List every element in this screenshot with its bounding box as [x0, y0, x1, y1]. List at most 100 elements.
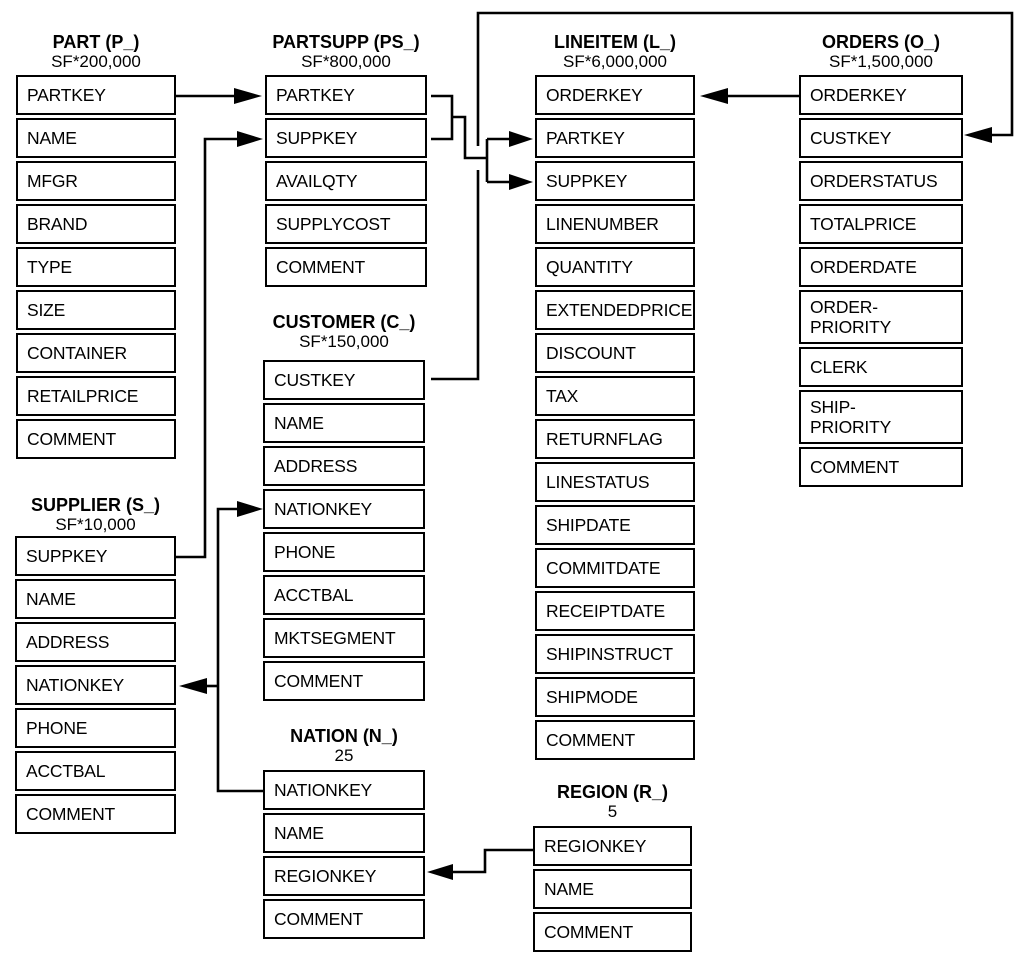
- column-address: ADDRESS: [263, 446, 425, 486]
- column-acctbal: ACCTBAL: [263, 575, 425, 615]
- column-discount: DISCOUNT: [535, 333, 695, 373]
- fk-part-partkey-to-partsupp-partkey: [176, 88, 262, 104]
- column-name: NAME: [263, 403, 425, 443]
- column-comment: COMMENT: [15, 794, 176, 834]
- column-phone: PHONE: [15, 708, 176, 748]
- column-comment: COMMENT: [535, 720, 695, 760]
- table-partsupp-cardinality: SF*800,000: [301, 52, 391, 71]
- column-container: CONTAINER: [16, 333, 176, 373]
- column-regionkey: REGIONKEY: [533, 826, 692, 866]
- column-orderkey: ORDERKEY: [799, 75, 963, 115]
- column-comment: COMMENT: [265, 247, 427, 287]
- fk-nation-nationkey-to-supplier-nationkey: [179, 678, 218, 694]
- column-extendedprice: EXTENDEDPRICE: [535, 290, 695, 330]
- column-ship-priority: SHIP- PRIORITY: [799, 390, 963, 444]
- column-linenumber: LINENUMBER: [535, 204, 695, 244]
- column-suppkey: SUPPKEY: [15, 536, 176, 576]
- column-orderstatus: ORDERSTATUS: [799, 161, 963, 201]
- column-partkey: PARTKEY: [265, 75, 427, 115]
- column-mktsegment: MKTSEGMENT: [263, 618, 425, 658]
- column-totalprice: TOTALPRICE: [799, 204, 963, 244]
- column-custkey: CUSTKEY: [263, 360, 425, 400]
- column-clerk: CLERK: [799, 347, 963, 387]
- table-nation-cardinality: 25: [334, 746, 354, 765]
- column-name: NAME: [263, 813, 425, 853]
- column-name: NAME: [16, 118, 176, 158]
- column-orderdate: ORDERDATE: [799, 247, 963, 287]
- column-commitdate: COMMITDATE: [535, 548, 695, 588]
- column-size: SIZE: [16, 290, 176, 330]
- column-nationkey: NATIONKEY: [15, 665, 176, 705]
- column-partkey: PARTKEY: [535, 118, 695, 158]
- column-name: NAME: [15, 579, 176, 619]
- fk-nation-nationkey-to-customer-nationkey: [218, 501, 263, 791]
- table-region-cardinality: 5: [607, 802, 618, 821]
- table-supplier-title: SUPPLIER (S_): [30, 495, 161, 515]
- column-supplycost: SUPPLYCOST: [265, 204, 427, 244]
- column-order-priority: ORDER- PRIORITY: [799, 290, 963, 344]
- column-receiptdate: RECEIPTDATE: [535, 591, 695, 631]
- table-partsupp-title: PARTSUPP (PS_): [272, 32, 420, 52]
- column-returnflag: RETURNFLAG: [535, 419, 695, 459]
- column-orderkey: ORDERKEY: [535, 75, 695, 115]
- table-region-title: REGION (R_): [556, 782, 668, 802]
- fk-region-regionkey-to-nation-regionkey: [427, 850, 533, 880]
- table-part-title: PART (P_): [52, 32, 140, 52]
- fk-supplier-suppkey-to-partsupp-suppkey: [176, 131, 263, 557]
- column-linestatus: LINESTATUS: [535, 462, 695, 502]
- table-customer-title: CUSTOMER (C_): [272, 312, 416, 332]
- column-address: ADDRESS: [15, 622, 176, 662]
- table-part-cardinality: SF*200,000: [51, 52, 141, 71]
- column-comment: COMMENT: [533, 912, 692, 952]
- table-supplier-cardinality: SF*10,000: [55, 515, 136, 534]
- column-partkey: PARTKEY: [16, 75, 176, 115]
- column-comment: COMMENT: [263, 661, 425, 701]
- column-regionkey: REGIONKEY: [263, 856, 425, 896]
- table-lineitem-cardinality: SF*6,000,000: [563, 52, 667, 71]
- column-mfgr: MFGR: [16, 161, 176, 201]
- table-orders-cardinality: SF*1,500,000: [829, 52, 933, 71]
- column-acctbal: ACCTBAL: [15, 751, 176, 791]
- table-nation-title: NATION (N_): [290, 726, 398, 746]
- column-custkey: CUSTKEY: [799, 118, 963, 158]
- table-lineitem-title: LINEITEM (L_): [554, 32, 676, 52]
- column-nationkey: NATIONKEY: [263, 489, 425, 529]
- fk-orders-orderkey-to-lineitem-orderkey: [700, 88, 799, 104]
- column-shipmode: SHIPMODE: [535, 677, 695, 717]
- column-quantity: QUANTITY: [535, 247, 695, 287]
- column-brand: BRAND: [16, 204, 176, 244]
- table-customer-cardinality: SF*150,000: [299, 332, 389, 351]
- column-availqty: AVAILQTY: [265, 161, 427, 201]
- column-name: NAME: [533, 869, 692, 909]
- column-type: TYPE: [16, 247, 176, 287]
- column-nationkey: NATIONKEY: [263, 770, 425, 810]
- table-orders-title: ORDERS (O_): [821, 32, 940, 52]
- column-suppkey: SUPPKEY: [265, 118, 427, 158]
- column-retailprice: RETAILPRICE: [16, 376, 176, 416]
- column-comment: COMMENT: [16, 419, 176, 459]
- column-phone: PHONE: [263, 532, 425, 572]
- column-shipinstruct: SHIPINSTRUCT: [535, 634, 695, 674]
- fk-partsupp-to-lineitem-partkey-suppkey: [431, 96, 533, 190]
- column-tax: TAX: [535, 376, 695, 416]
- column-shipdate: SHIPDATE: [535, 505, 695, 545]
- column-comment: COMMENT: [263, 899, 425, 939]
- column-comment: COMMENT: [799, 447, 963, 487]
